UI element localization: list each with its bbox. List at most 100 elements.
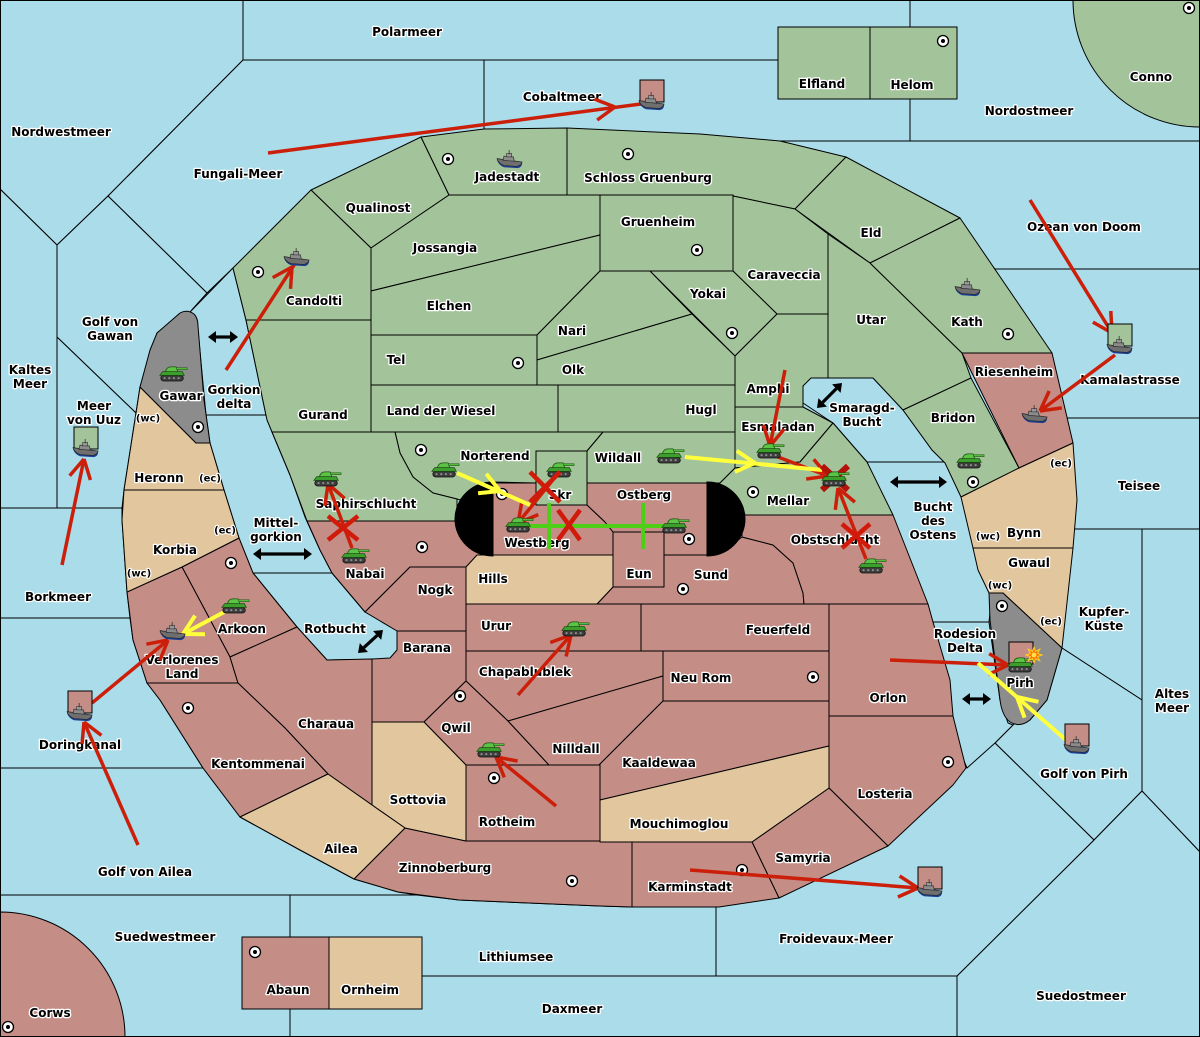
arrowhead [208,331,216,343]
territory-hills[interactable] [465,554,614,605]
double-arrow-icon [962,693,991,705]
territory-jossangia[interactable] [370,194,601,292]
territory-mouchimoglou[interactable] [599,745,830,843]
sea-label-meer-von-uuz-line: von Uuz [67,413,121,427]
arrowhead [484,472,502,493]
supply-center-icon [224,556,238,570]
sea-label-altes-meer-line: Meer [1155,701,1189,715]
support-order-arrow-shaft [456,471,531,507]
arrowhead [988,652,1009,667]
failed-order-x-icon [528,470,562,504]
supply-center-dot [695,248,699,252]
sea-label-teisee-line: Teisee [1118,479,1160,493]
sea-region-teisee[interactable] [1059,417,1200,530]
territory-helom[interactable] [869,26,958,100]
support-order-arrow [456,471,531,507]
territory-label-mellar: Mellar [767,494,809,508]
territory-label-ornheim-line: Ornheim [341,983,399,997]
hold-support-line [520,503,672,549]
sea-label-mittel-gorkion-line: gorkion [250,530,302,544]
arrowhead [158,639,170,662]
territory-label-chapablublek-line: Chapablublek [479,665,572,679]
territory-label-esmaladan-line: Esmaladan [741,420,814,434]
arrowhead [1039,406,1063,413]
sea-label-doringkanal-line: Doringkanal [39,738,121,752]
arrowhead [564,634,573,657]
arrowhead [836,486,857,504]
territory-label-elchen: Elchen [427,299,472,313]
territory-label-gruenheim: Gruenheim [621,215,695,229]
arrowhead [1016,695,1039,704]
double-arrow-shaft [821,387,838,404]
black-semicircle-east [706,481,746,557]
arrowhead [890,476,898,488]
unit-fleet-golf-von-pirh [1063,723,1090,755]
arrowhead [735,449,757,465]
arrowhead [494,756,506,779]
territory-label-eld: Eld [861,226,882,240]
sea-label-meer-von-uuz-line: Meer [77,399,111,413]
unit-fleet-doringkanal [66,690,93,722]
arrowhead [146,638,169,646]
move-order-arrow [494,755,558,808]
double-arrow-icon [253,548,312,560]
sea-label-kaltes-meer-line: Meer [13,377,47,391]
territory-label-candolti: Candolti [286,294,342,308]
territory-label-qwil: Qwil [441,721,471,735]
territory-conno[interactable] [1072,0,1200,128]
territory-label-conno: Conno [1130,70,1172,84]
territory-label-pirh-line: Pirh [1006,676,1033,690]
territory-corws[interactable] [0,911,126,1037]
sea-label-suedostmeer-line: Suedostmeer [1036,989,1126,1003]
territory-label-nabai-line: Nabai [346,567,385,581]
territory-label-utar: Utar [856,313,886,327]
sea-label-nordostmeer-line: Nordostmeer [985,104,1074,118]
territory-ailea[interactable] [239,773,406,880]
territory-label-kaaldewaa-line: Kaaldewaa [622,756,696,770]
supply-center-icon [676,582,690,596]
sea-label-kupfer-kueste-line: Kupfer- [1079,605,1129,619]
supply-center-icon [441,152,455,166]
arrowhead [323,483,330,507]
arrowhead [734,461,756,474]
sea-label-nordwestmeer-line: Nordwestmeer [11,125,111,139]
territory-label-neu-rom: Neu Rom [671,671,732,685]
sea-label-daxmeer: Daxmeer [542,1002,603,1016]
sea-label-nordostmeer: Nordostmeer [985,104,1074,118]
sea-label-cobaltmeer-line: Cobaltmeer [523,90,601,104]
territory-gruenheim[interactable] [599,194,734,272]
territory-ornheim[interactable] [328,936,423,1010]
territory-label-ostberg-line: Ostberg [617,488,671,502]
territory-korbia[interactable] [121,489,240,593]
territory-saphirschlucht[interactable] [271,431,458,522]
territory-label-elfland-line: Elfland [799,77,845,91]
order-result-marks [326,470,1044,665]
sea-region-kaltes-meer[interactable] [0,188,58,509]
territory-label-ostberg: Ostberg [617,488,671,502]
arrowhead [304,548,312,560]
sea-label-rodesion-delta-line: Rodesion [934,627,996,641]
territory-rotheim[interactable] [465,764,601,842]
supply-center-icon [248,945,262,959]
move-order-arrow-shaft [889,658,1009,667]
territory-label-kentommenai: Kentommenai [211,757,305,771]
territory-label-candolti-line: Candolti [286,294,342,308]
move-order-arrow [1038,353,1117,413]
territory-obstschlucht[interactable] [741,514,929,605]
territory-label-mellar-line: Mellar [767,494,809,508]
territory-label-charaua: Charaua [298,717,354,731]
order-arrows [60,97,1117,899]
move-order-arrow [267,97,642,155]
sea-label-kamalastrasse: Kamalastrasse [1080,373,1180,387]
sea-label-rotbucht: Rotbucht [304,622,366,636]
move-order-arrow [224,261,298,371]
arrowhead [761,424,772,447]
territory-label-kaaldewaa: Kaaldewaa [622,756,696,770]
territory-label-olk: Olk [562,363,585,377]
supply-center-icon [1,1020,15,1034]
x-stroke [528,470,562,504]
arrowhead [477,489,501,496]
arrowhead [288,266,294,290]
supply-center-icon [453,689,467,703]
support-order-arrow-shaft [182,608,229,636]
